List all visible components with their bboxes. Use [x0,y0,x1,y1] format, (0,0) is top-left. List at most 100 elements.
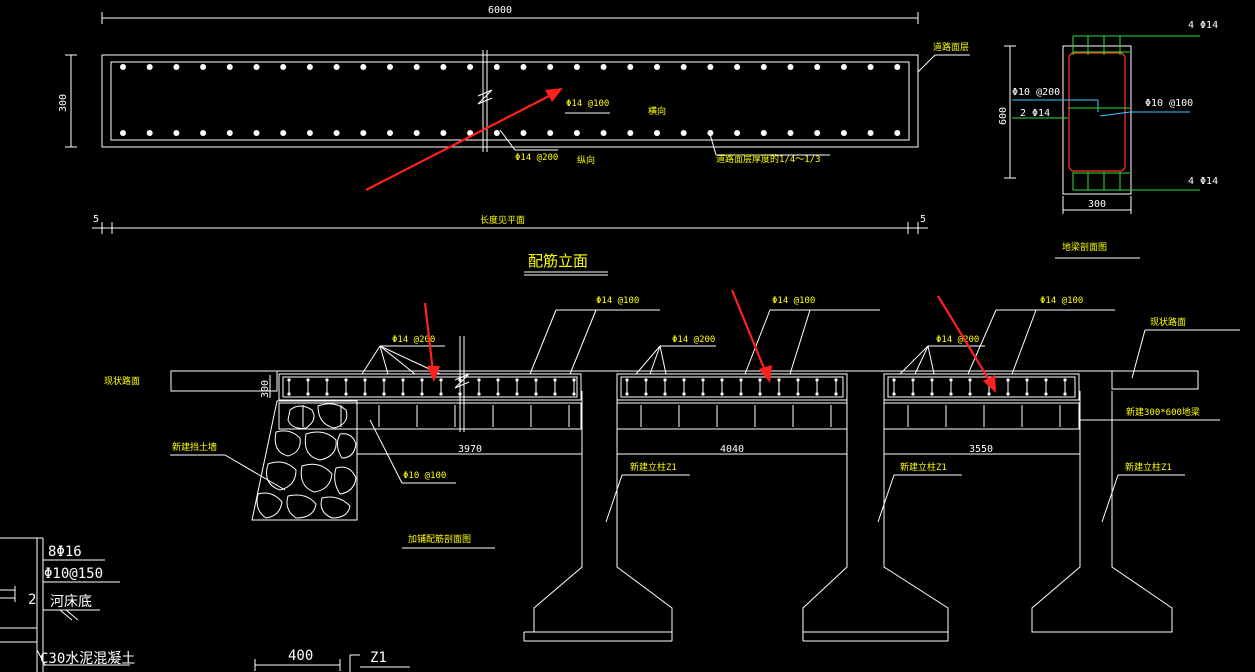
top-rebar-dot [280,64,287,70]
slab-rebar-dot [949,378,953,382]
slab-rebar-dot [553,392,557,396]
bottom-rebar-dot [440,130,447,136]
top-rebar-dot [387,64,393,70]
slab-span-1-inner [282,376,578,398]
top-rebar-dot [760,64,767,70]
slab-rebar-dot [401,378,405,382]
legend-dim-400: 400 [288,648,313,664]
slab-rebar-dot [739,392,743,396]
top-rebar-dot [253,64,260,70]
top-rebar-label: Φ14 @100 [566,99,609,109]
legend-concrete: C30水泥混凝土 [40,651,135,667]
slab-outline-outer [101,54,919,148]
column-label-2: 新建立柱Z1 [900,461,947,473]
bottom-rebar-label: Φ14 @200 [515,153,558,163]
top-rebar-dots [120,64,901,70]
slab-rebar-dot [401,392,405,396]
slab-rebar-dot [382,378,386,382]
slab-rebar-dot [572,378,576,382]
top-rebar-dot [200,64,207,70]
slab-thk-label: 300 [260,380,271,398]
slab-rebar-dot [515,392,519,396]
slab-rebar-dot [1044,392,1048,396]
left-stirrup-label: Φ10 @200 [1012,87,1060,98]
red-arrow-1 [365,92,556,191]
slab-rebar-dot [306,392,310,396]
beam-section: 4 Φ14 4 Φ14 Φ10 @200 2 Φ14 Φ10 @100 600 … [998,20,1218,259]
slab-rebar-100-2: Φ14 @100 [772,296,815,306]
right-ground-leader [1131,329,1146,379]
slab-rebar-dot [968,392,972,396]
slab-span-3-inner [887,376,1076,398]
slab-rebar-dot [515,378,519,382]
red-arrow-4 [937,295,992,384]
bottom-rebar-dot [894,130,901,136]
slab-rebar-dot [534,392,538,396]
slab-rebar-dot [701,378,705,382]
bottom-rebar-label: 4 Φ14 [1188,176,1218,187]
new-beam-label: 新建300*600地梁 [1126,406,1200,418]
bottom-rebar-dot [547,130,554,136]
annotation-arrows [365,88,996,393]
columns [523,391,1173,642]
slab-rebar-dot [325,392,329,396]
bottom-rebar-dot [867,130,874,136]
slab-rebar-dot [682,378,686,382]
beam-span-1 [278,402,582,430]
span-dim-1: 3970 [458,444,482,455]
span-dim-3: 3550 [969,444,993,455]
elevation-rebar-leaders [361,309,1115,375]
red-arrow-3 [730,289,768,374]
slab-rebar-dot [987,392,991,396]
slab-rebar-200-1: Φ14 @200 [392,335,435,345]
top-rebar-dot [814,64,821,70]
section-title: 地梁剖面图 [1062,241,1107,253]
top-rebar-dot [734,64,741,70]
top-rebar-dot [867,64,874,70]
slab-rebar-dot [363,378,367,382]
legend-number: 2 [28,592,36,608]
top-rebar-label: 4 Φ14 [1188,20,1218,31]
slab-rebar-dot [815,378,819,382]
mid-bars-label: 2 Φ14 [1020,108,1050,119]
bottom-rebar-dot [413,130,420,136]
beam-span-2 [616,402,848,430]
top-rebar-dot [547,64,554,70]
slab-rebar-dot [1063,392,1067,396]
stirrup [1068,52,1126,172]
slab-rebar-dot [968,378,972,382]
top-rebar-dot [600,64,607,70]
top-direction-label: 横向 [648,105,666,117]
slab-rebar-dot [325,378,329,382]
bottom-rebar-dot [306,130,313,136]
slab-rebar-dot [682,392,686,396]
thickness-note: 道路面层厚度的1/4～1/3 [716,153,821,165]
slab-outline-inner [110,61,910,141]
bottom-rebar-dot [627,130,634,136]
slab-rebar-dot [796,392,800,396]
slab-rebar-marks [287,378,1067,427]
slab-rebar-200-3: Φ14 @200 [936,335,979,345]
top-rebar-dot [360,64,367,70]
slab-rebar-dot [644,392,648,396]
legend-river-bed: 河床底 [50,594,92,610]
slab-rebar-dot [287,378,291,382]
retaining-wall [251,400,358,521]
bottom-rebar-dot [787,130,794,136]
top-rebar-dot [573,64,580,70]
slab-rebar-dot [701,392,705,396]
column-leader-1 [605,474,623,523]
slab-rebar-dot [1006,392,1010,396]
beam-outline [1062,45,1132,195]
slab-rebar-dot [439,378,443,382]
slab-rebar-dot [663,378,667,382]
right-stirrup-leader [1099,111,1131,117]
bottom-rebar-dot [360,130,367,136]
dim-6000-label: 6000 [488,5,512,16]
top-rebar-dot [680,64,687,70]
leader-thickness-note [709,133,717,156]
retaining-wall-label: 新建挡土墙 [172,441,217,453]
bottom-rebar-dot [467,130,474,136]
plan-view: 6000 300 道路面层 Φ14 @100 横向 Φ14 @200 纵向 道路… [58,5,970,276]
